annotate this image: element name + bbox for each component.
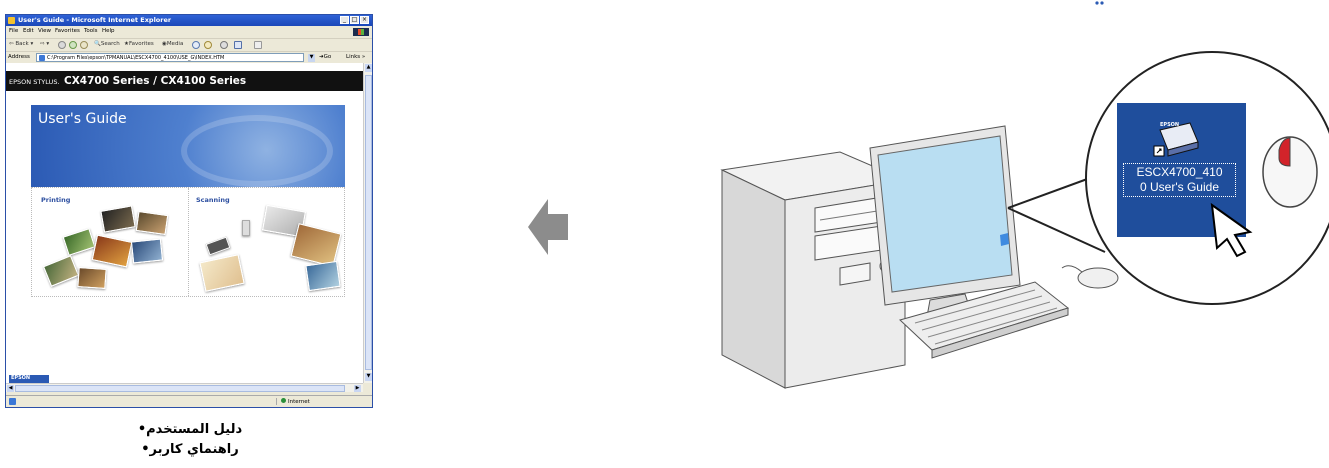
scroll-left-icon[interactable]: ◀ [7, 385, 14, 392]
photo-thumbnail[interactable] [43, 255, 79, 287]
discuss-icon[interactable] [254, 41, 262, 49]
scanning-link[interactable]: Scanning [196, 196, 230, 204]
photo-thumbnail[interactable] [100, 205, 135, 232]
scroll-down-icon[interactable]: ▼ [365, 373, 372, 381]
caption-arabic: دليل المستخدم• [120, 422, 260, 437]
left-arrow-icon [528, 194, 572, 260]
label-line1: ESCX4700_410 [1136, 165, 1222, 179]
search-button[interactable]: 🔍Search [94, 41, 120, 47]
brand-name: EPSON STYLUS. [9, 78, 60, 86]
back-button[interactable]: ⇦ Back ▾ [9, 41, 33, 47]
favorites-button[interactable]: ★Favorites [124, 41, 154, 47]
callout-line [1008, 178, 1090, 208]
footer-logo: EPSON [9, 375, 49, 383]
address-label: Address [8, 54, 30, 60]
section-panels: Printing Scanning [31, 187, 345, 297]
blue-mark-icon [1093, 0, 1107, 6]
chevron-down-icon[interactable]: ▼ [308, 54, 315, 62]
stop-icon[interactable] [58, 41, 66, 49]
windows-logo-icon [353, 28, 369, 36]
mouse-icon [1078, 268, 1118, 288]
horizontal-scrollbar[interactable]: ◀ ▶ [6, 383, 363, 392]
menu-help[interactable]: Help [102, 28, 115, 34]
print-icon[interactable] [220, 41, 228, 49]
document-image [199, 254, 244, 292]
menu-bar: File Edit View Favorites Tools Help [6, 27, 372, 37]
page-content: EPSON STYLUS. CX4700 Series / CX4100 Ser… [6, 63, 363, 383]
caption-persian: راهنماي كاربر• [120, 442, 260, 457]
guide-title: User's Guide [38, 111, 127, 127]
panel-divider [188, 188, 189, 296]
close-button[interactable]: × [360, 16, 369, 24]
scroll-right-icon[interactable]: ▶ [354, 385, 361, 392]
icon-brand: EPSON [1160, 122, 1179, 128]
mouse-left-click-icon [1263, 137, 1317, 207]
photo-thumbnail[interactable] [131, 238, 163, 263]
home-icon[interactable] [80, 41, 88, 49]
mouse-cable [1062, 266, 1082, 272]
photo-thumbnail[interactable] [63, 228, 96, 256]
photo-thumbnail[interactable] [77, 267, 106, 289]
menu-view[interactable]: View [38, 28, 51, 34]
ie-logo-icon [8, 17, 15, 24]
photo-thumbnail[interactable] [92, 235, 133, 268]
photo-thumbnail[interactable] [136, 211, 168, 235]
minimize-button[interactable]: _ [340, 16, 349, 24]
guide-header: User's Guide [31, 105, 345, 187]
maximize-button[interactable]: □ [350, 16, 359, 24]
model-name: CX4700 Series / CX4100 Series [64, 75, 246, 87]
window-title: User's Guide - Microsoft Internet Explor… [18, 16, 171, 24]
film-strip-image [206, 237, 231, 256]
menu-edit[interactable]: Edit [23, 28, 34, 34]
toolbar: ⇦ Back ▾ ⇨ ▾ 🔍Search ★Favorites ◉Media [6, 38, 372, 50]
forward-button[interactable]: ⇨ ▾ [40, 41, 49, 47]
photo-thumbnail[interactable] [305, 261, 340, 291]
browser-window: User's Guide - Microsoft Internet Explor… [5, 14, 373, 408]
printing-link[interactable]: Printing [41, 196, 70, 204]
security-zone: Internet [276, 398, 310, 405]
links-button[interactable]: Links » [346, 54, 365, 60]
history-icon[interactable] [192, 41, 200, 49]
search-label: Search [101, 41, 120, 47]
computer-drawing [690, 30, 1329, 440]
edit-icon[interactable] [234, 41, 242, 49]
title-bar: User's Guide - Microsoft Internet Explor… [6, 15, 372, 26]
media-label: Media [167, 41, 184, 47]
scroll-thumb[interactable] [15, 385, 345, 392]
menu-file[interactable]: File [9, 28, 18, 34]
address-bar: Address C:\Program Files\epson\TPMANUAL\… [6, 51, 372, 62]
media-button[interactable]: ◉Media [162, 41, 183, 47]
menu-tools[interactable]: Tools [84, 28, 98, 34]
refresh-icon[interactable] [69, 41, 77, 49]
product-banner: EPSON STYLUS. CX4700 Series / CX4100 Ser… [6, 71, 363, 91]
mail-icon[interactable] [204, 41, 212, 49]
film-canister-image [242, 220, 250, 236]
status-bar: Internet [6, 395, 372, 407]
vertical-scrollbar[interactable]: ▲ ▼ [363, 63, 372, 383]
address-input[interactable]: C:\Program Files\epson\TPMANUAL\ESCX4700… [36, 53, 304, 62]
scroll-thumb[interactable] [365, 75, 372, 370]
menu-favorites[interactable]: Favorites [55, 28, 80, 34]
back-label: Back [15, 41, 28, 47]
go-label: Go [324, 54, 332, 60]
favorites-label: Favorites [129, 41, 154, 47]
page-status-icon [9, 398, 16, 405]
scroll-up-icon[interactable]: ▲ [365, 64, 372, 72]
label-line2: 0 User's Guide [1140, 180, 1219, 194]
go-button[interactable]: ➜Go [319, 54, 331, 60]
